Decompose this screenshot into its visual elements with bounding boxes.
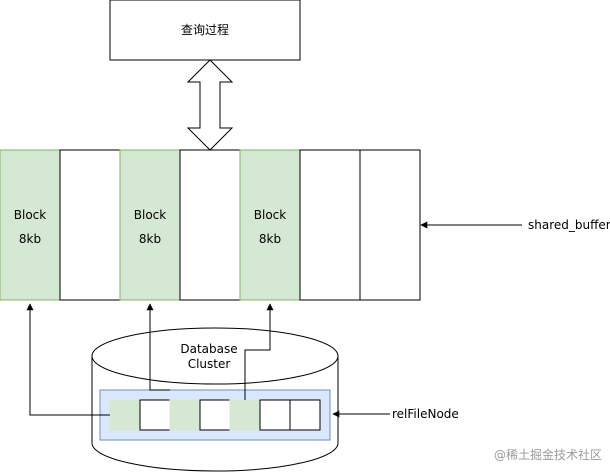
buffer-block-rect (0, 149, 61, 301)
relfilenode-segment-3 (169, 399, 201, 431)
buffer-block-rect (239, 149, 301, 301)
block-label: Block (254, 208, 287, 222)
buffer-block-2 (59, 149, 121, 301)
block-label: Block (134, 208, 167, 222)
relfilenode-segment-6 (259, 399, 291, 431)
relfilenode-segments (109, 399, 321, 431)
relfilenode-segment-4 (199, 399, 231, 431)
buffer-block-4 (179, 149, 241, 301)
buffer-block-3: Block 8kb (119, 149, 181, 301)
segment1-to-block1-arrow (26, 303, 110, 416)
query-process-box: 查询过程 (109, 0, 301, 61)
watermark-text: @稀土掘金技术社区 (494, 447, 602, 462)
buffer-block-rect (299, 149, 361, 301)
block-size-label: 8kb (259, 232, 281, 246)
shared-buffers-label: shared_buffers (528, 218, 610, 232)
relfilenode-segment-7 (289, 399, 321, 431)
buffer-block-rect (119, 149, 181, 301)
buffer-block-1: Block 8kb (0, 149, 61, 301)
segment5-to-block5-arrow (244, 303, 274, 400)
buffer-block-7 (359, 149, 421, 301)
shared-buffers-array: Block 8kb Block 8kb Block 8kb (0, 149, 421, 301)
buffer-block-6 (299, 149, 361, 301)
block-size-label: 8kb (139, 232, 161, 246)
relfilenode-segment-5 (229, 399, 261, 431)
relfilenode-segment-1 (109, 399, 141, 431)
buffer-block-rect (59, 149, 121, 301)
buffer-block-5: Block 8kb (239, 149, 301, 301)
buffer-block-rect (179, 149, 241, 301)
database-label-line2: Cluster (188, 357, 231, 371)
block-size-label: 8kb (19, 232, 41, 246)
segment3-to-block3-arrow (146, 303, 170, 391)
buffer-block-rect (359, 149, 421, 301)
block-label: Block (14, 208, 47, 222)
relfilenode-segment-2 (139, 399, 171, 431)
bidirectional-arrow (186, 59, 234, 151)
relfilenode-label: relFileNode (392, 407, 459, 421)
query-process-label: 查询过程 (181, 22, 229, 37)
database-label-line1: Database (180, 342, 237, 356)
